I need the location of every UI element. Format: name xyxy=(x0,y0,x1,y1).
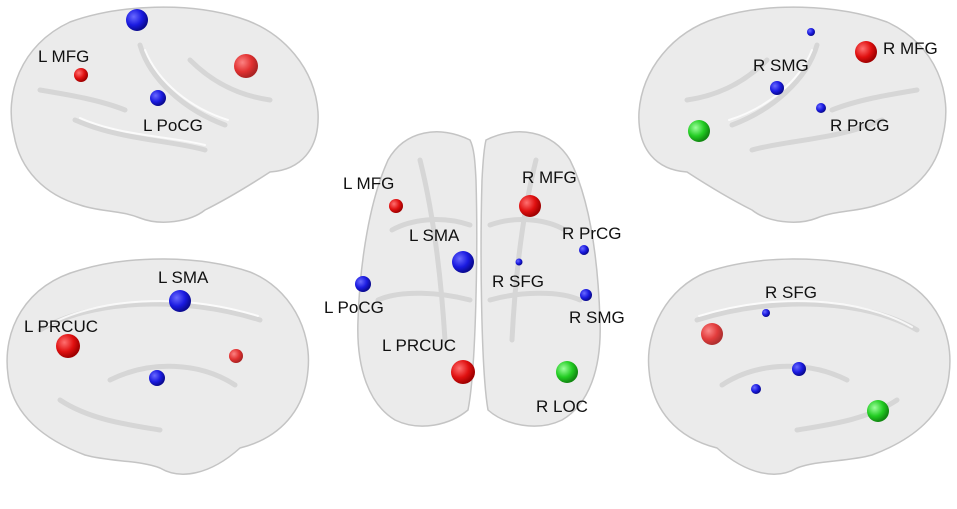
label-dorsal-r-loc: R LOC xyxy=(536,397,588,416)
node-dorsal-l-sma xyxy=(452,251,474,273)
node-right-medial-r-sfg xyxy=(762,309,770,317)
dorsal-right-hemisphere xyxy=(480,131,601,427)
label-left-medial-l-sma: L SMA xyxy=(158,268,209,287)
label-dorsal-r-mfg: R MFG xyxy=(522,168,577,187)
node-right-medial-blue-small xyxy=(751,384,761,394)
label-left-lateral-l-pocg: L PoCG xyxy=(143,116,203,135)
label-dorsal-l-prcuc: L PRCUC xyxy=(382,336,456,355)
node-left-lateral-blue-superior xyxy=(126,9,148,31)
node-right-lateral-green-occipital xyxy=(688,120,710,142)
node-right-medial-blue-cingulate xyxy=(792,362,806,376)
node-dorsal-l-prcuc xyxy=(451,360,475,384)
node-left-medial-red-frontal xyxy=(229,349,243,363)
node-left-medial-l-prcuc xyxy=(56,334,80,358)
node-left-medial-blue-cingulate xyxy=(149,370,165,386)
node-dorsal-r-smg xyxy=(580,289,592,301)
label-dorsal-l-sma: L SMA xyxy=(409,226,460,245)
node-dorsal-l-mfg xyxy=(389,199,403,213)
label-right-medial-r-sfg: R SFG xyxy=(765,283,817,302)
node-dorsal-r-prcg xyxy=(579,245,589,255)
node-right-lateral-r-prcg xyxy=(816,103,826,113)
node-right-medial-green-occipital xyxy=(867,400,889,422)
label-dorsal-l-mfg: L MFG xyxy=(343,174,394,193)
node-left-medial-l-sma xyxy=(169,290,191,312)
node-right-lateral-blue-superior xyxy=(807,28,815,36)
label-dorsal-l-pocg: L PoCG xyxy=(324,298,384,317)
dorsal-left-hemisphere xyxy=(357,131,478,427)
node-left-lateral-l-pocg xyxy=(150,90,166,106)
node-dorsal-r-sfg xyxy=(515,258,523,266)
node-dorsal-r-loc xyxy=(556,361,578,383)
dorsal-view xyxy=(357,131,601,427)
node-right-lateral-r-smg xyxy=(770,81,784,95)
label-right-lateral-r-mfg: R MFG xyxy=(883,39,938,58)
label-dorsal-r-prcg: R PrCG xyxy=(562,224,622,243)
left-medial-view xyxy=(6,258,310,475)
node-left-lateral-red-frontal xyxy=(234,54,258,78)
node-dorsal-r-mfg xyxy=(519,195,541,217)
node-right-medial-red-precuneus xyxy=(701,323,723,345)
node-right-lateral-r-mfg xyxy=(855,41,877,63)
node-left-lateral-l-mfg xyxy=(74,68,88,82)
left-lateral-view xyxy=(10,6,319,223)
label-dorsal-r-smg: R SMG xyxy=(569,308,625,327)
label-left-medial-l-prcuc: L PRCUC xyxy=(24,317,98,336)
left-lateral-brain-surface xyxy=(10,6,319,223)
label-dorsal-r-sfg: R SFG xyxy=(492,272,544,291)
label-left-lateral-l-mfg: L MFG xyxy=(38,47,89,66)
label-right-lateral-r-prcg: R PrCG xyxy=(830,116,890,135)
label-right-lateral-r-smg: R SMG xyxy=(753,56,809,75)
node-dorsal-l-pocg xyxy=(355,276,371,292)
